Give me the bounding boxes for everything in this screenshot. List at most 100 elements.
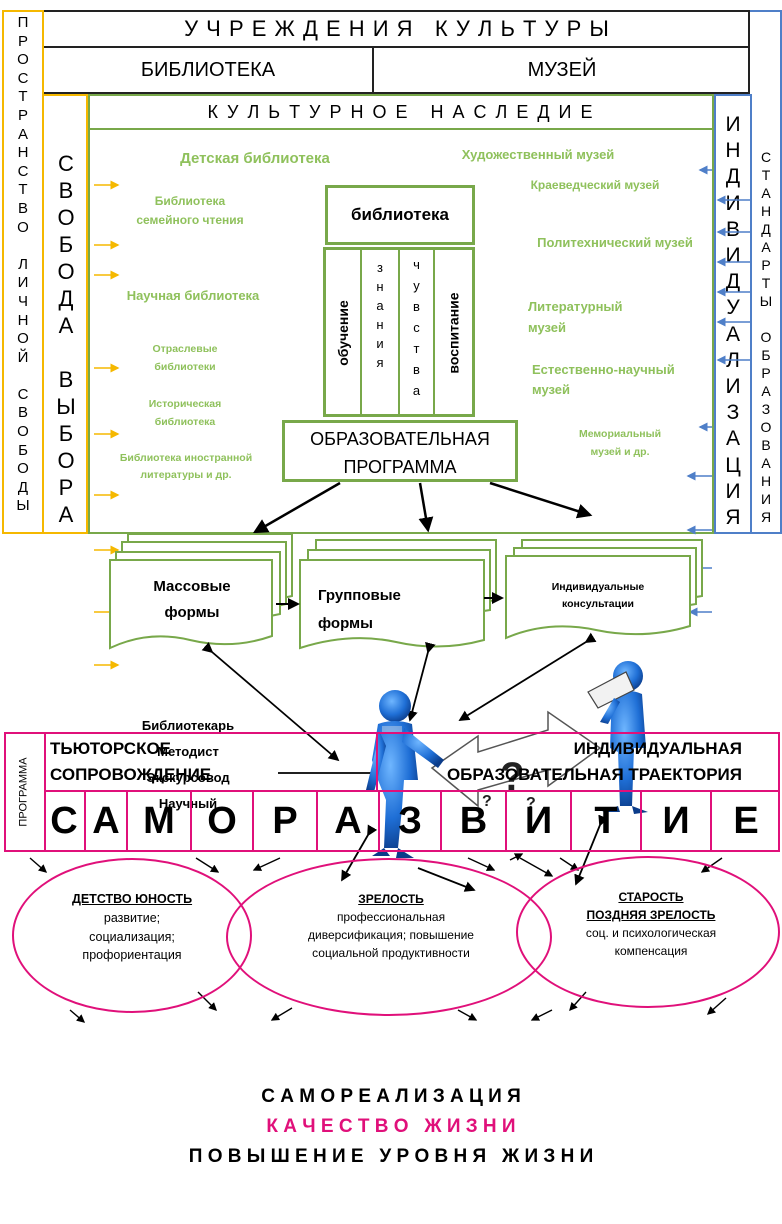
self-development-letter: С: [50, 799, 78, 842]
foreign-literature-library-label: Библиотека иностранной литературы и др.: [119, 452, 253, 481]
right-outer-letter: А: [761, 455, 771, 471]
trajectory-line2: ОБРАЗОВАТЕЛЬНАЯ ТРАЕКТОРИЯ: [446, 765, 742, 784]
branch-libraries-label: Отраслевые библиотеки: [152, 343, 218, 374]
trajectory-line1: ИНДИВИДУАЛЬНАЯ: [573, 739, 742, 758]
right-outer-letter: З: [761, 401, 771, 417]
tutor-support-label: ТЬЮТОРСКОЕ СОПРОВОЖДЕНИЕ: [50, 736, 370, 788]
program-vertical-text: ПРОГРАММА: [18, 757, 30, 827]
stage-old-age-title2: ПОЗДНЯЯ ЗРЕЛОСТЬ: [586, 908, 716, 922]
roles-list: Библиотекарь Методист Экскурсовод Научны…: [128, 713, 248, 817]
right-inner-letter: Д: [725, 165, 741, 189]
right-outer-letter: С: [760, 149, 772, 165]
svg-text:?: ?: [526, 795, 536, 812]
right-outer-frame: [750, 10, 782, 534]
historical-library: Историческая библиотека: [125, 395, 245, 432]
stage-childhood-line2: социализация;: [89, 929, 175, 944]
right-outer-letter: И: [760, 491, 772, 507]
right-inner-letter: И: [725, 191, 741, 215]
stage-old-age-line1: соц. и психологическая: [585, 926, 717, 940]
right-inner-letter: У: [726, 296, 740, 320]
left-outer-letter: Й: [17, 348, 29, 366]
stage-maturity-line3: социальной продуктивности: [312, 946, 470, 960]
right-inner-letter: А: [725, 322, 740, 346]
role-librarian: Библиотекарь: [141, 718, 235, 733]
individual-forms-shape: [505, 539, 703, 640]
left-outer-letter: П: [17, 14, 29, 31]
individual-consultations-label: Индивидуальные консультации: [526, 574, 670, 618]
right-inner-frame: [714, 94, 752, 534]
right-inner-letter: И: [725, 113, 741, 136]
self-development-letter: Е: [710, 792, 780, 850]
left-outer-letter: А: [17, 125, 28, 143]
knowledge-letter: а: [376, 298, 384, 313]
trajectory-label: ИНДИВИДУАЛЬНАЯ ОБРАЗОВАТЕЛЬНАЯ ТРАЕКТОРИ…: [380, 736, 742, 788]
mass-forms-label: Массовые формы: [132, 572, 252, 628]
left-outer-letter: О: [17, 423, 29, 441]
natural-science-museum-label: Естественно-научный музей: [532, 362, 675, 397]
left-outer-letter: О: [17, 218, 29, 236]
knowledge-letter: н: [376, 279, 384, 294]
right-outer-letter: Б: [761, 347, 771, 363]
left-outer-letter: О: [17, 51, 29, 69]
knowledge-letter: з: [377, 260, 383, 275]
scientific-library-label: Научная библиотека: [126, 288, 260, 303]
left-outer-letter: С: [17, 162, 29, 180]
individual-consultations-text: Индивидуальные консультации: [551, 581, 645, 610]
knowledge-letter: н: [376, 317, 384, 332]
stage-maturity-text: ЗРЕЛОСТЬ профессиональная диверсификация…: [256, 890, 526, 962]
self-development-letter: И: [505, 792, 570, 850]
art-museum: Художественный музей: [461, 147, 615, 162]
left-outer-letter: О: [17, 460, 29, 478]
feelings-letter: у: [413, 278, 420, 293]
program-vertical-label: ПРОГРАММА: [6, 734, 42, 850]
left-inner-letter: Д: [58, 286, 74, 311]
right-outer-letter: А: [761, 185, 771, 201]
right-outer-letter: Ы: [759, 293, 773, 309]
self-development-letter: А: [84, 792, 126, 850]
self-realization-line: С А М О Р Е А Л И З А Ц И Я: [261, 1086, 521, 1107]
self-development-letter: Р: [252, 792, 316, 850]
right-inner-letter: И: [725, 479, 741, 503]
left-outer-letter: В: [17, 199, 28, 217]
knowledge-letter: и: [376, 336, 384, 351]
left-inner-frame: [44, 94, 88, 534]
left-inner-letter: Ы: [56, 394, 76, 419]
scientific-library: Научная библиотека: [118, 286, 268, 306]
polytechnic-museum-label: Политехнический музей: [537, 235, 693, 250]
right-outer-letter: Т: [761, 275, 771, 291]
foreign-literature-library: Библиотека иностранной литературы и др.: [112, 450, 260, 484]
culture-institutions-title: У Ч Р Е Ж Д Е Н И Я К У Л Ь Т У Р Ы: [184, 16, 610, 41]
left-outer-letter: С: [17, 69, 29, 87]
library-title: БИБЛИОТЕКА: [140, 58, 276, 81]
left-inner-letter: С: [58, 151, 74, 176]
right-outer-letter: Р: [761, 365, 771, 381]
left-inner-letter: Р: [58, 475, 74, 500]
right-outer-letter: В: [761, 437, 771, 453]
literary-museum: Литературный музей: [528, 297, 648, 339]
literary-museum-label: Литературный музей: [528, 299, 623, 335]
feelings-letter: ч: [413, 257, 420, 272]
left-inner-letter: О: [57, 448, 75, 473]
top-frame: [44, 10, 750, 94]
left-inner-letter: О: [57, 205, 75, 230]
right-outer-letter: А: [761, 383, 771, 399]
stage-maturity-line1: профессиональная: [336, 910, 446, 924]
student-figure: [587, 661, 648, 814]
left-inner-letter: В: [58, 178, 74, 203]
right-inner-letter: И: [725, 375, 741, 399]
right-outer-letter: Р: [761, 257, 771, 273]
educational-program-line2: ПРОГРАММА: [343, 457, 457, 477]
right-outer-letter: Д: [761, 221, 771, 237]
left-inner-letter: О: [57, 259, 75, 284]
memorial-museum: Мемориальный музей и др.: [565, 426, 675, 462]
group-forms-shape: [299, 539, 497, 650]
group-forms-label: Групповые формы: [318, 582, 428, 638]
feelings-letter: в: [413, 362, 420, 377]
blue-arrows: [686, 165, 750, 617]
right-inner-letter: В: [725, 217, 740, 241]
feelings-letter: в: [413, 299, 420, 314]
self-development-letter: В: [440, 792, 505, 850]
